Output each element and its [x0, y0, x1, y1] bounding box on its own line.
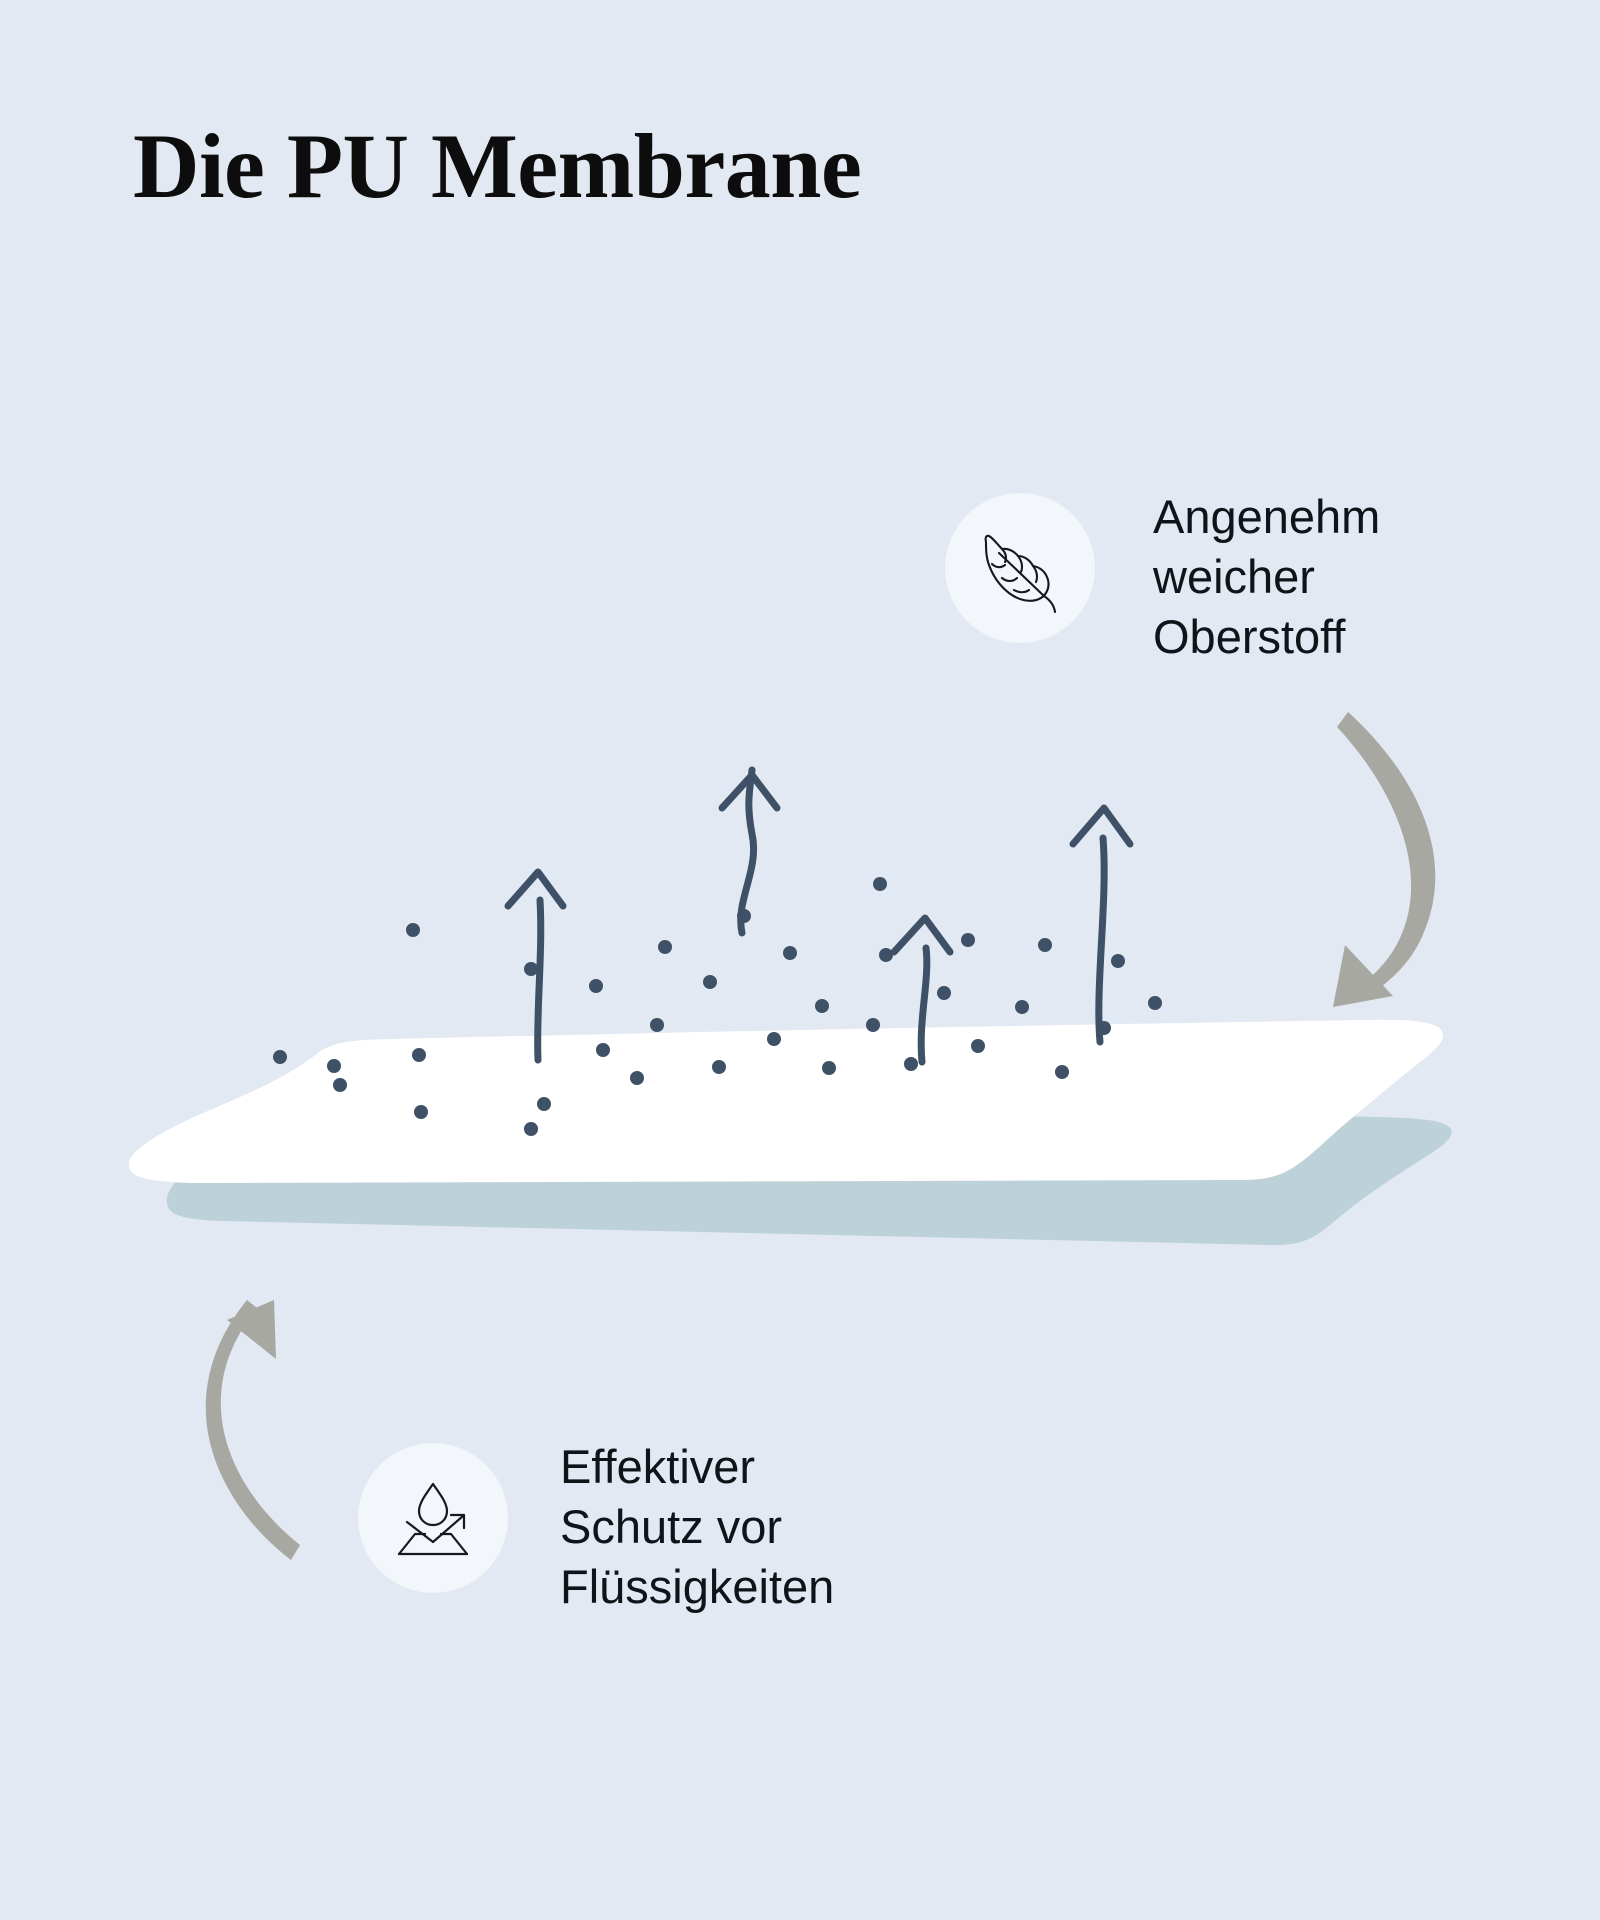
callout-soft-fabric: Angenehm weicher Oberstoff — [945, 490, 1380, 667]
callout-liquid-protection: Effektiver Schutz vor Flüssigkeiten — [358, 1440, 834, 1617]
pointer-arrow-bottom — [205, 1300, 300, 1560]
leaf-icon-circle — [945, 493, 1095, 643]
callout-soft-fabric-label: Angenehm weicher Oberstoff — [1153, 490, 1381, 664]
leaf-icon — [972, 520, 1068, 616]
water-repellent-icon — [385, 1470, 481, 1566]
vapor-arrow-1 — [504, 868, 567, 1064]
page-title: Die PU Membrane — [133, 115, 862, 217]
vapor-arrows — [504, 766, 1134, 1066]
bottom-membrane-layer — [166, 1099, 1452, 1246]
pointer-arrow-top — [1333, 712, 1436, 1007]
vapor-arrow-4 — [1069, 804, 1134, 1046]
vapor-arrow-3 — [890, 914, 954, 1066]
pore-dots — [273, 877, 1162, 1136]
vapor-arrow-2 — [718, 766, 781, 937]
callout-liquid-protection-label: Effektiver Schutz vor Flüssigkeiten — [560, 1440, 835, 1614]
water-repellent-icon-circle — [358, 1443, 508, 1593]
top-fabric-layer — [128, 1019, 1444, 1183]
